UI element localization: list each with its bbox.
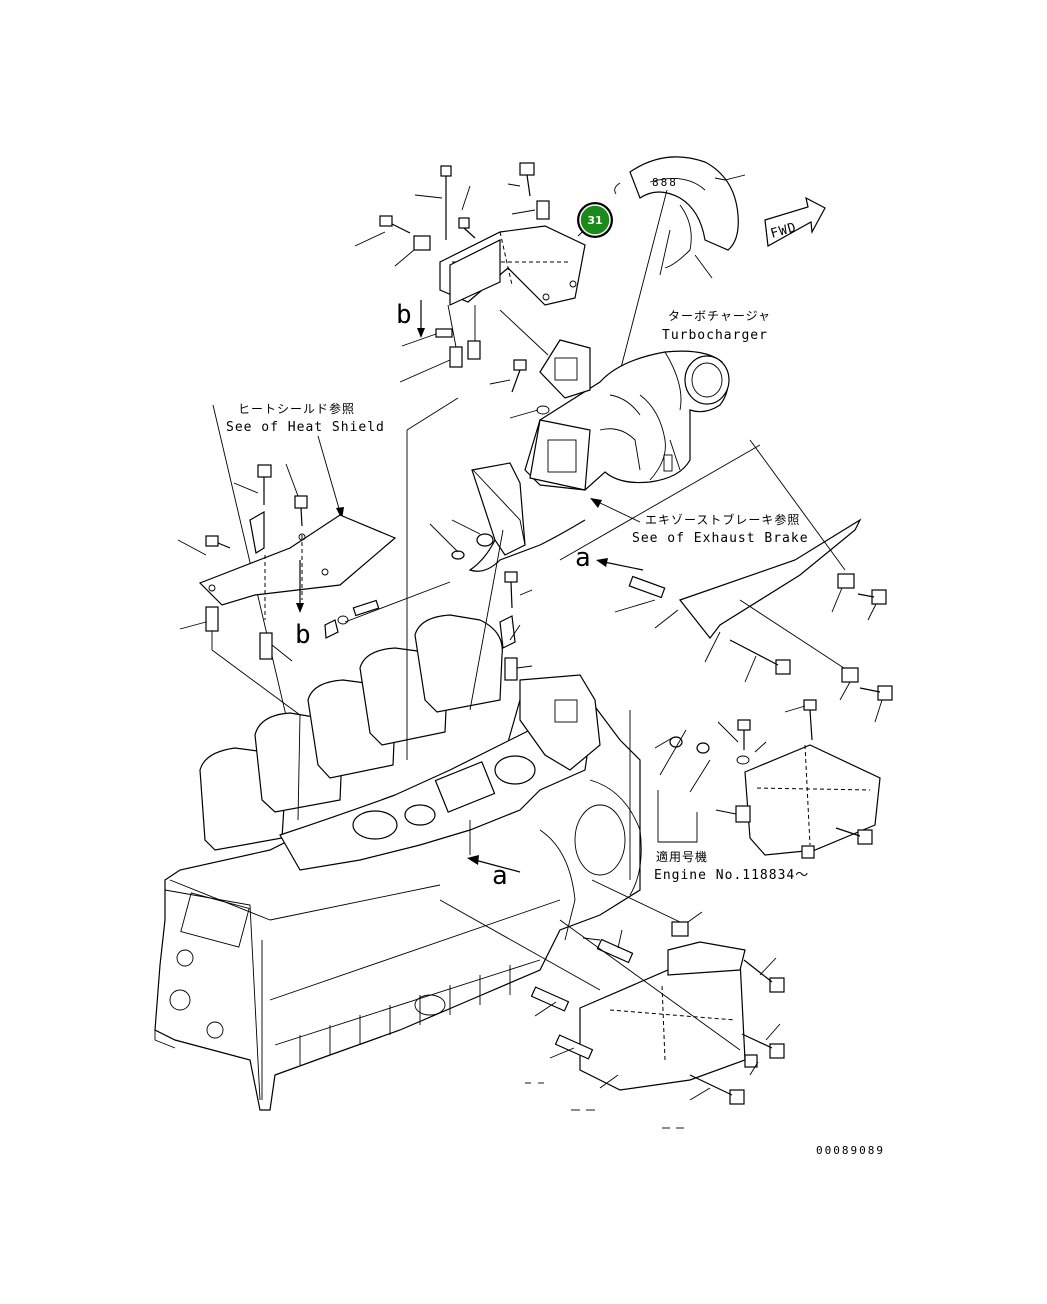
turbo-label: ターボチャージャ Turbocharger (662, 309, 771, 343)
washer-nuts-b (399, 304, 481, 383)
manifold-stud (469, 529, 533, 711)
ref-b-upper-text: b (396, 300, 412, 330)
heat-shield-left (198, 514, 397, 620)
ref-a-upper: a (575, 543, 644, 573)
heat-label-jp: ヒートシールド参照 (238, 401, 355, 416)
engine-label-jp: 適用号機 (656, 849, 708, 864)
turbo-heat-cover: 888 (614, 156, 746, 279)
turbo-gasket (489, 309, 591, 419)
fwd-label: FWD (769, 220, 799, 242)
bolt-left-horizontal (354, 215, 411, 247)
svg-text:888: 888 (652, 176, 678, 189)
heat-shield-bolts (177, 463, 308, 662)
callout-31[interactable]: 31 (577, 202, 613, 238)
exhaust-label-jp: エキゾーストブレーキ参照 (645, 512, 800, 527)
bolt-small-mid (458, 185, 476, 239)
turbo-label-en: Turbocharger (662, 328, 768, 343)
bolt-top-left (414, 165, 452, 240)
ref-a-upper-text: a (575, 543, 591, 573)
callout-number: 31 (587, 214, 602, 227)
collar-left (394, 235, 431, 267)
fwd-arrow: FWD (764, 196, 826, 247)
turbo-label-jp: ターボチャージャ (668, 309, 771, 323)
ref-b-upper: b (396, 300, 425, 338)
lower-heat-guard (439, 879, 785, 1129)
right-bracket-plate (559, 439, 893, 723)
bolt-top-mid (507, 162, 535, 197)
heat-label-en: See of Heat Shield (226, 420, 385, 435)
engine-label-en: Engine No.118834～ (654, 868, 809, 883)
ref-a-lower: a (467, 820, 521, 891)
ref-b-lower-text: b (295, 620, 311, 650)
ref-b-lower: b (295, 560, 311, 650)
exhaust-brake-label: エキゾーストブレーキ参照 See of Exhaust Brake (590, 498, 809, 546)
collar-top (511, 200, 550, 220)
turbocharger (524, 350, 730, 491)
exhaust-label-en: See of Exhaust Brake (632, 531, 809, 546)
exhaust-pipe-bracket (324, 462, 586, 639)
engine-block (154, 397, 642, 1111)
drawing-number: 00089089 (816, 1144, 885, 1157)
upper-shield-bracket (439, 225, 586, 306)
ref-a-lower-text: a (492, 861, 508, 891)
engine-no-label: 適用号機 Engine No.118834～ (654, 849, 809, 883)
lower-right-guard (654, 699, 881, 859)
